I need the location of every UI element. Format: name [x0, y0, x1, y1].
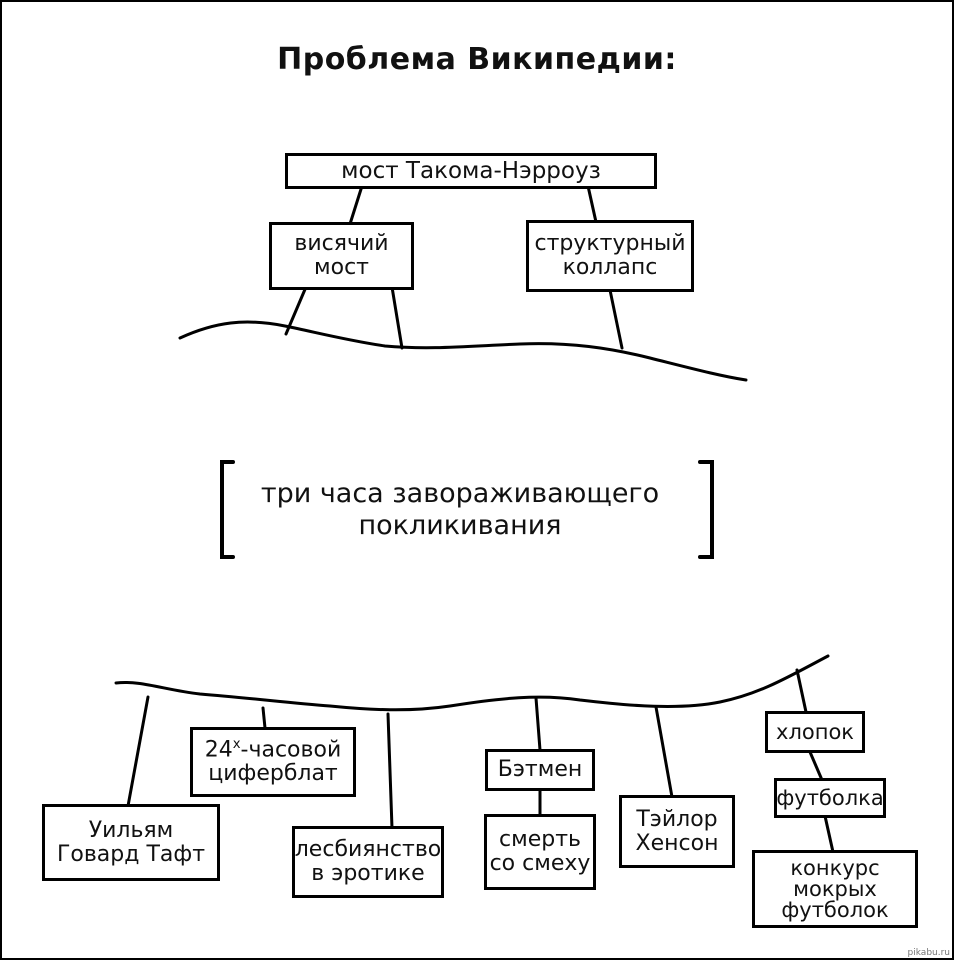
node-structural-collapse-label: структурный коллапс	[534, 231, 686, 280]
node-lesbianism: лесбиянство в эротике	[292, 826, 444, 898]
connector-clock	[261, 706, 267, 730]
node-tshirt: футболка	[774, 778, 886, 818]
node-tyler-henson: Тэйлор Хенсон	[619, 795, 735, 868]
node-wet-tshirt-contest-label: конкурс мокрых футболок	[781, 855, 889, 922]
connector-taft	[126, 695, 150, 808]
connector-right-down	[608, 288, 624, 350]
connector-tyler	[654, 705, 674, 799]
middle-caption: три часа завораживающего покликивания	[260, 478, 660, 542]
connector-batman	[534, 696, 542, 752]
node-batman-label: Бэтмен	[497, 757, 583, 783]
root-node-label: мост Такома-Нэрроуз	[341, 157, 601, 184]
node-death-laughing-label: смерть со смеху	[489, 827, 591, 876]
connector-cotton	[795, 668, 808, 714]
connector-lesbian	[386, 712, 394, 830]
node-cotton: хлопок	[765, 711, 865, 753]
node-suspension-bridge-label: висячий мост	[294, 231, 389, 280]
node-death-laughing: смерть со смеху	[484, 814, 596, 890]
connector-cotton-tshirt	[808, 750, 824, 782]
node-batman: Бэтмен	[485, 749, 595, 791]
node-structural-collapse: структурный коллапс	[526, 220, 694, 292]
node-lesbianism-label: лесбиянство в эротике	[294, 837, 442, 886]
node-wet-tshirt-contest: конкурс мокрых футболок	[752, 850, 918, 928]
diagram-title: Проблема Википедии:	[277, 42, 677, 77]
node-24h-clock: 24х-часовой циферблат	[190, 727, 356, 797]
connector-left-down-b	[390, 285, 404, 350]
node-cotton-label: хлопок	[776, 719, 854, 744]
connector-root-right	[586, 184, 598, 224]
node-taft-label: Уильям Говард Тафт	[56, 817, 206, 867]
top-wavy-line	[178, 320, 748, 382]
node-taft: Уильям Говард Тафт	[42, 804, 220, 881]
left-bracket	[220, 460, 235, 559]
bottom-wavy-line	[114, 654, 830, 712]
connector-tshirt-contest	[823, 814, 835, 854]
node-tyler-henson-label: Тэйлор Хенсон	[635, 806, 719, 856]
node-suspension-bridge: висячий мост	[269, 222, 414, 290]
node-tshirt-label: футболка	[776, 785, 884, 810]
watermark-credit: pikabu.ru	[907, 948, 950, 958]
right-bracket	[698, 460, 714, 559]
node-24h-clock-label: 24х-часовой циферблат	[204, 737, 342, 787]
root-node: мост Такома-Нэрроуз	[285, 153, 657, 189]
connector-root-left	[348, 184, 364, 226]
